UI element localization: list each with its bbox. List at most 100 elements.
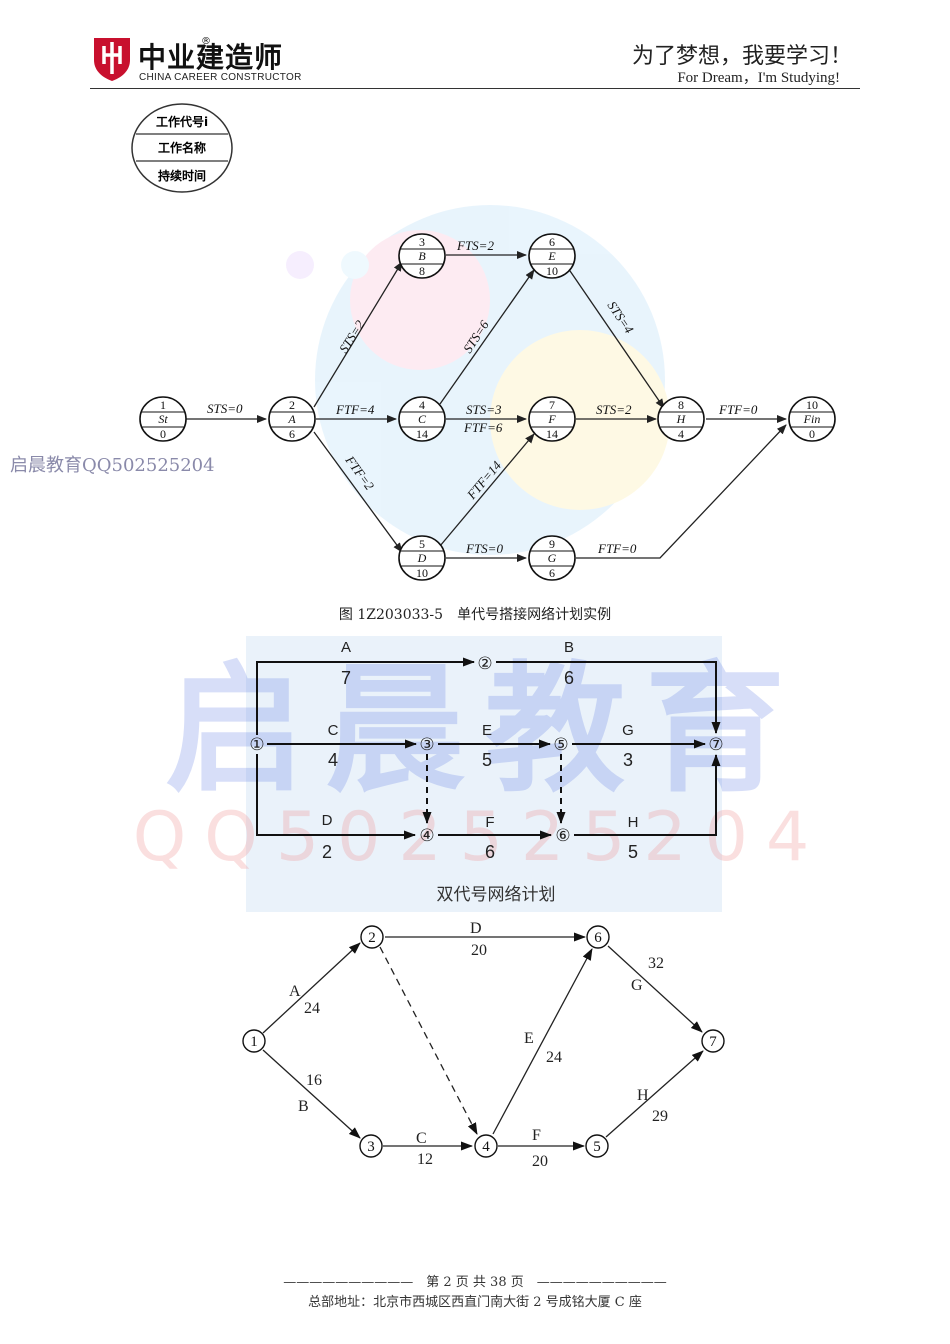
fig2-act-A-dur: 7 [341, 668, 351, 688]
svg-text:0: 0 [160, 427, 166, 441]
node-1: 1 St 0 [140, 397, 186, 441]
svg-text:H: H [676, 412, 687, 426]
link-label-2-4: FTF=4 [335, 402, 375, 417]
fig3-node-4: 4 [475, 1135, 497, 1157]
node-2: 2 A 6 [269, 397, 315, 441]
fig2-act-F-name: F [485, 814, 494, 831]
fig3-arrow-A [263, 943, 360, 1033]
fig2-node-1: ① [249, 735, 264, 755]
fig2-act-D-name: D [322, 812, 333, 829]
fig3-arrow-E [493, 949, 592, 1134]
fig3-act-C-name: C [416, 1130, 427, 1147]
fig2-act-G-dur: 3 [623, 750, 633, 770]
fig2-act-G-name: G [622, 722, 634, 739]
fig3-act-A-dur: 24 [304, 1000, 320, 1017]
svg-text:2: 2 [289, 398, 295, 412]
svg-text:10: 10 [806, 398, 818, 412]
fig2-act-B-name: B [564, 639, 574, 656]
svg-text:1: 1 [160, 398, 166, 412]
legend-node: 工作代号i 工作名称 持续时间 [132, 104, 232, 192]
svg-text:10: 10 [546, 264, 558, 278]
fig3-node-5: 5 [586, 1135, 608, 1157]
node-5: 5 D 10 [399, 536, 445, 580]
link-label-7-8: STS=2 [596, 402, 632, 417]
svg-text:B: B [418, 249, 426, 263]
footer-address: 总部地址：北京市西城区西直门南大街 2 号成铭大厦 C 座 [0, 1291, 950, 1310]
svg-text:6: 6 [289, 427, 295, 441]
svg-text:5: 5 [419, 537, 425, 551]
legend-row1: 工作代号i [156, 114, 208, 129]
fig3-dummy-2-4 [380, 947, 477, 1134]
node-9: 9 G 6 [529, 536, 575, 580]
fig2-node-5: ⑤ [553, 735, 568, 755]
link-label-4-7b: FTF=6 [463, 420, 503, 435]
svg-text:4: 4 [678, 427, 684, 441]
svg-text:8: 8 [419, 264, 425, 278]
svg-text:14: 14 [546, 427, 558, 441]
legend-row3: 持续时间 [158, 168, 206, 183]
node-7: 7 F 14 [529, 397, 575, 441]
svg-text:9: 9 [549, 537, 555, 551]
fig2-node-6: ⑥ [555, 826, 570, 846]
svg-text:4: 4 [419, 398, 425, 412]
svg-text:3: 3 [367, 1139, 375, 1155]
fig3-act-H-dur: 29 [652, 1108, 668, 1125]
fig3-act-E-dur: 24 [546, 1049, 562, 1066]
fig2-act-C-name: C [328, 722, 339, 739]
svg-text:F: F [547, 412, 556, 426]
fig1-caption: 图 1Z203033-5 单代号搭接网络计划实例 [0, 604, 950, 624]
svg-text:3: 3 [419, 235, 425, 249]
svg-text:6: 6 [594, 930, 602, 946]
link-label-8-10: FTF=0 [718, 402, 758, 417]
fig2-act-H-dur: 5 [628, 842, 638, 862]
fig2-act-A-name: A [341, 639, 351, 656]
svg-text:E: E [547, 249, 556, 263]
fig3-arrow-B [263, 1050, 360, 1138]
svg-text:0: 0 [809, 427, 815, 441]
fig3-act-B-name: B [298, 1098, 309, 1115]
svg-text:7: 7 [709, 1034, 717, 1050]
fig2-node-7: ⑦ [708, 735, 723, 755]
fig3-node-3: 3 [360, 1135, 382, 1157]
fig2-act-C-dur: 4 [328, 750, 338, 770]
background-decoration [286, 205, 670, 555]
fig2-node-4: ④ [419, 826, 434, 846]
fig2-act-E-name: E [482, 722, 492, 739]
side-watermark: 启晨教育QQ502525204 [10, 451, 215, 477]
svg-text:C: C [418, 412, 427, 426]
fig3-node-2: 2 [361, 926, 383, 948]
link-label-5-9: FTS=0 [465, 541, 503, 556]
fig3-act-C-dur: 12 [417, 1151, 433, 1168]
page-number: —————————— 第 2 页 共 38 页 —————————— [0, 1271, 950, 1290]
fig3-act-B-dur: 16 [306, 1072, 322, 1089]
svg-text:10: 10 [416, 566, 428, 580]
svg-text:D: D [417, 551, 427, 565]
node-6: 6 E 10 [529, 234, 575, 278]
legend-row2: 工作名称 [158, 140, 206, 155]
fig3-act-A-name: A [289, 983, 301, 1000]
fig3-arrows [263, 937, 703, 1146]
fig3-act-G-name: G [631, 977, 643, 994]
svg-text:8: 8 [678, 398, 684, 412]
svg-text:Fin: Fin [803, 412, 821, 426]
fig3-act-H-name: H [637, 1087, 649, 1104]
fig3-node-6: 6 [587, 926, 609, 948]
svg-text:2: 2 [368, 930, 376, 946]
link-label-9-10: FTF=0 [597, 541, 637, 556]
fig2-act-F-dur: 6 [485, 842, 495, 862]
link-label-3-6: FTS=2 [456, 238, 494, 253]
link-label-4-7a: STS=3 [466, 402, 502, 417]
link-label-1-2: STS=0 [207, 401, 243, 416]
fig3-act-E-name: E [524, 1030, 534, 1047]
fig2-act-E-dur: 5 [482, 750, 492, 770]
fig2-act-H-name: H [628, 814, 639, 831]
node-4: 4 C 14 [399, 397, 445, 441]
fig2-act-D-dur: 2 [322, 842, 332, 862]
fig3-act-D-dur: 20 [471, 942, 487, 959]
node-3: 3 B 8 [399, 234, 445, 278]
fig3-act-F-name: F [532, 1127, 541, 1144]
fig2-node-2: ② [477, 654, 492, 674]
svg-text:5: 5 [593, 1139, 601, 1155]
svg-text:6: 6 [549, 566, 555, 580]
